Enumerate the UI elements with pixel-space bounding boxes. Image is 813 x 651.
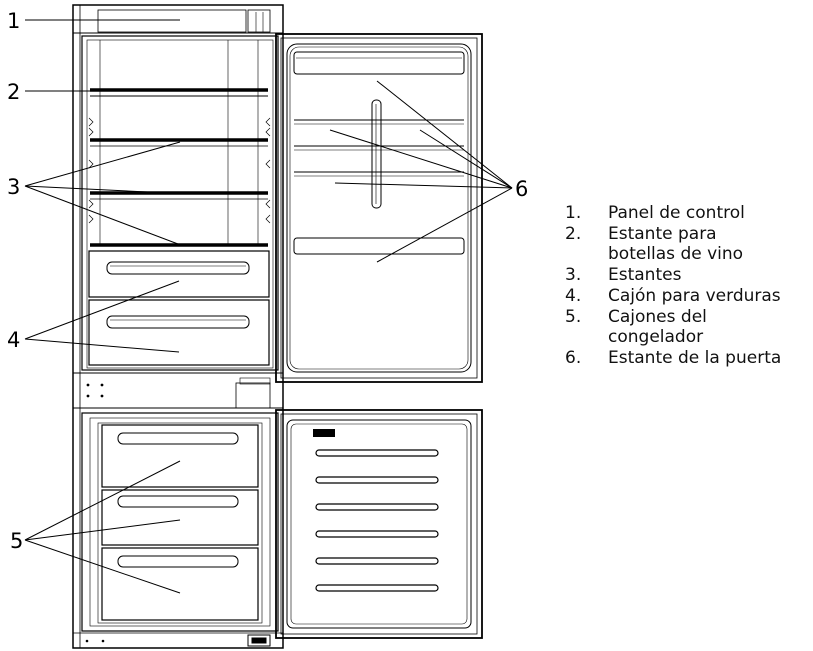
legend-label: Cajones del congelador	[608, 306, 707, 348]
legend-label: Panel de control	[608, 203, 745, 223]
legend-item-1: 1. Panel de control	[565, 203, 781, 224]
legend-item-3: 3. Estantes	[565, 265, 781, 286]
legend-item-6: 6. Estante de la puerta	[565, 348, 781, 369]
legend-label: Cajón para verduras	[608, 285, 781, 306]
callout-4: 4	[7, 328, 20, 352]
leader-line-6e	[376, 187, 513, 263]
legend-item-2: 2. Estante para botellas de vino	[565, 224, 781, 265]
callout-6: 6	[515, 177, 528, 201]
legend-label: Estante de la puerta	[608, 347, 782, 368]
leader-line-5b	[24, 519, 181, 541]
legend-number: 5.	[565, 306, 582, 327]
legend-label: Estantes	[608, 265, 682, 286]
freezer-drawers	[101, 424, 259, 621]
fridge-cabinet	[72, 4, 284, 649]
legend-number: 1.	[565, 203, 582, 223]
parts-legend: 1. Panel de control 2. Estante para bote…	[565, 203, 781, 369]
fridge-compartment	[81, 35, 279, 371]
vegetable-drawers	[88, 250, 270, 366]
leader-line-4a	[24, 280, 180, 340]
callout-2: 2	[7, 80, 20, 104]
middle-divider-panel	[73, 372, 283, 409]
leader-line-6d	[334, 182, 513, 189]
callout-1: 1	[7, 9, 20, 33]
fridge-door	[275, 33, 483, 383]
freezer-door	[275, 409, 483, 639]
leader-line-3c	[24, 185, 179, 245]
legend-item-5: 5. Cajones del congelador	[565, 307, 781, 348]
leader-line-3b	[24, 185, 169, 194]
callout-3: 3	[7, 175, 20, 199]
legend-label: Estante para botellas de vino	[608, 223, 744, 265]
legend-number: 3.	[565, 265, 582, 286]
leader-line-5c	[24, 539, 181, 594]
legend-item-4: 4. Cajón para verduras	[565, 286, 781, 307]
leader-line-4b	[24, 338, 180, 353]
leader-line-6a	[376, 80, 513, 189]
callout-lines	[24, 19, 513, 594]
callout-5: 5	[10, 529, 23, 553]
leader-line-6b	[329, 129, 513, 189]
legend-number: 2.	[565, 223, 582, 244]
wine-bottle-shelf	[90, 88, 268, 97]
legend-number: 4.	[565, 285, 582, 306]
leader-line-3a	[24, 141, 181, 187]
glass-shelves	[90, 138, 268, 247]
freezer-compartment	[81, 412, 279, 632]
leader-line-6c	[419, 129, 513, 189]
leader-line-5a	[24, 460, 181, 541]
legend-number: 6.	[565, 347, 582, 368]
control-panel	[97, 9, 271, 33]
bottom-plinth	[73, 632, 283, 647]
